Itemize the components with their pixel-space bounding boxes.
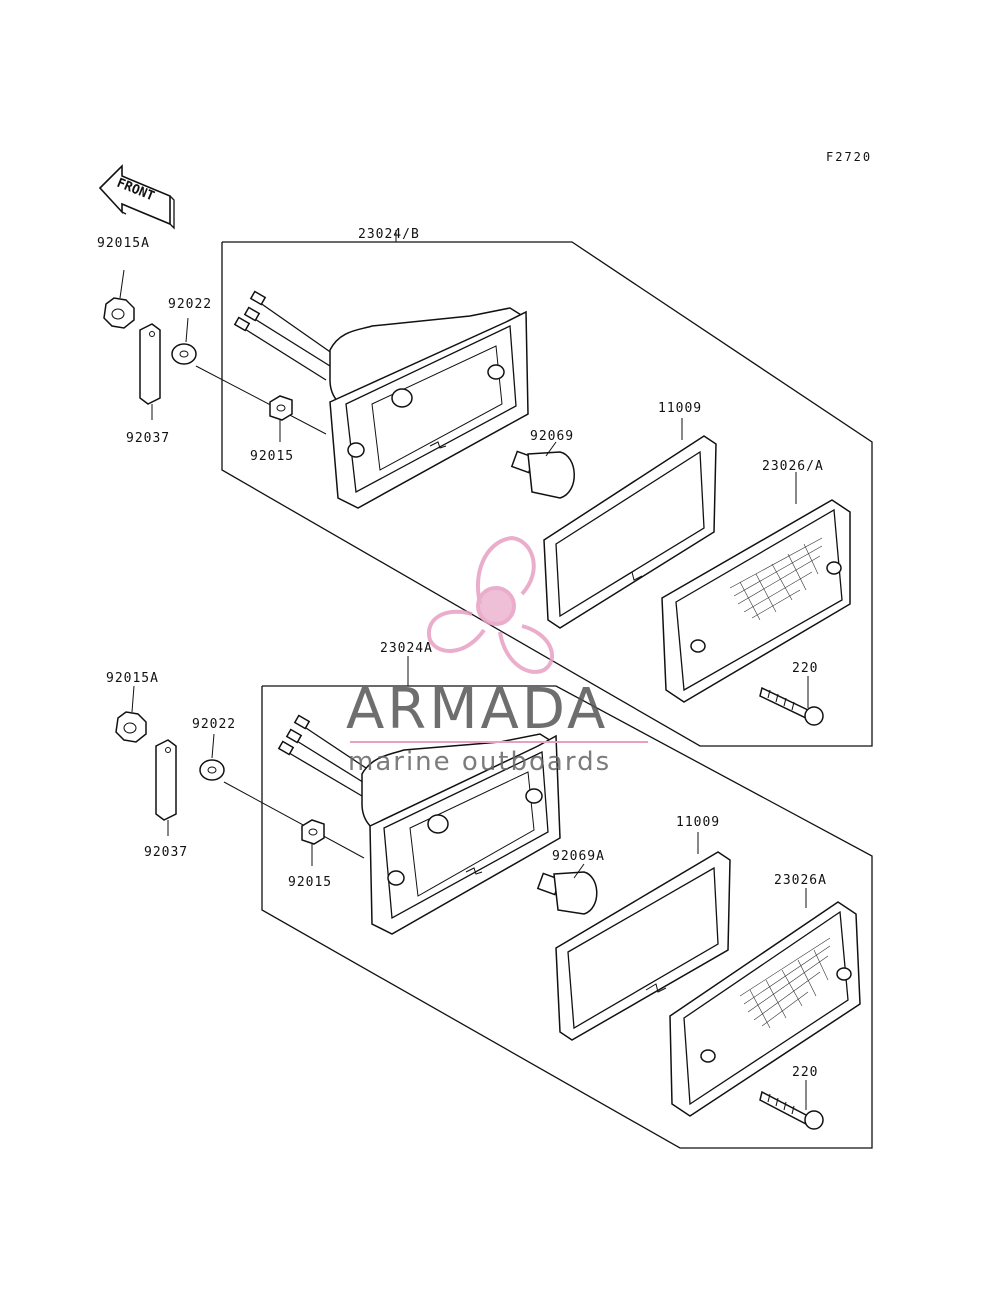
lower-gasket-11009	[555, 851, 731, 1041]
lower-label-92015: 92015	[288, 875, 332, 890]
lower-label-23026a: 23026A	[774, 873, 827, 888]
lower-label-11009: 11009	[676, 815, 720, 830]
lower-nut-92015	[301, 819, 325, 845]
lower-bracket-92037	[155, 739, 177, 821]
upper-lens-23026a	[661, 499, 851, 703]
upper-nut-92015	[269, 395, 293, 421]
upper-gasket-11009	[543, 435, 717, 629]
lower-callout-frame	[261, 685, 873, 1149]
lower-label-92069a: 92069A	[552, 849, 605, 864]
watermark-brand: ARMADA	[346, 677, 608, 742]
upper-screw-220	[759, 686, 824, 726]
front-arrow-icon: FRONT	[98, 164, 175, 230]
lower-bulb-92069a	[536, 871, 598, 915]
lower-label-23024a: 23024A	[380, 641, 433, 656]
watermark-tagline: marine outboards	[348, 747, 611, 777]
upper-label-92069: 92069	[530, 429, 574, 444]
upper-label-92037: 92037	[126, 431, 170, 446]
upper-bulb-92069	[510, 450, 575, 499]
upper-assembly: 23024/B 92015A 92037 92022 92015	[97, 227, 873, 747]
upper-label-92015a: 92015A	[97, 236, 150, 251]
upper-label-92015: 92015	[250, 449, 294, 464]
lower-label-220: 220	[792, 1065, 818, 1080]
lower-washer-92022	[199, 759, 225, 781]
lower-lens-23026a	[669, 901, 861, 1117]
lower-nut-92015a	[115, 711, 147, 743]
upper-label-92022: 92022	[168, 297, 212, 312]
upper-label-23026a: 23026/A	[762, 459, 824, 474]
lower-lamp-housing-23024a	[277, 714, 561, 935]
upper-label-23024b: 23024/B	[358, 227, 420, 242]
upper-label-220: 220	[792, 661, 818, 676]
lower-screw-220	[759, 1090, 824, 1130]
upper-nut-92015a	[103, 297, 135, 329]
watermark: ARMADA marine outboards	[346, 535, 648, 777]
upper-washer-92022	[171, 343, 197, 365]
upper-bracket-92037	[139, 323, 161, 405]
upper-callout-frame	[221, 241, 873, 747]
upper-lamp-housing-23024b	[233, 290, 529, 509]
lower-label-92022: 92022	[192, 717, 236, 732]
lower-label-92037: 92037	[144, 845, 188, 860]
figure-code: F2720	[826, 150, 872, 164]
lower-assembly: 23024A 92015A 92037 92022 92015	[106, 641, 873, 1149]
upper-label-11009: 11009	[658, 401, 702, 416]
propeller-logo-icon	[426, 535, 555, 674]
lower-label-92015a: 92015A	[106, 671, 159, 686]
